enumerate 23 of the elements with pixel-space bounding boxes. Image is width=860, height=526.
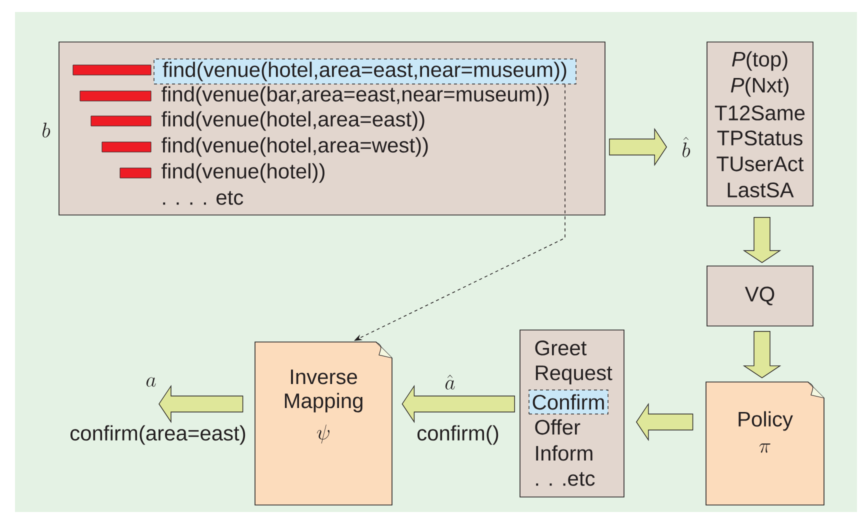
block-arrow [636, 402, 694, 442]
edge-label: confirm(area=east) [68, 424, 248, 446]
document-box: Inverse Mapping $\psi$ [254, 342, 392, 506]
node-label: $\hat{b}$ [682, 136, 690, 158]
math-symbol: $\hat{a}$ [445, 374, 455, 390]
node-label: Greet [535, 340, 587, 356]
block-arrow [158, 384, 244, 424]
node-label: Request [536, 366, 612, 384]
block-arrow [742, 331, 782, 378]
block-arrow [609, 128, 668, 166]
node-label: . . .etc [536, 472, 595, 486]
math-symbol: $a$ [146, 377, 156, 387]
document-box: Policy $\pi$ [706, 382, 824, 506]
block-arrow [742, 217, 782, 264]
highlighted-entry: find(venue(hotel,area=east,near=museum)) [154, 58, 576, 84]
process-box: VQ [706, 266, 814, 326]
node-label: Offer [535, 419, 580, 435]
node-label: $b$ [42, 122, 50, 138]
feature-box: P(top) P(Nxt) T12Same TPStatus TUserAct LastSA $\hat{b}$ [682, 42, 814, 206]
node-label: Inform [536, 445, 592, 461]
block-arrow [402, 384, 515, 424]
highlighted-entry: Confirm [528, 390, 608, 414]
edge-label: confirm() [416, 424, 500, 446]
